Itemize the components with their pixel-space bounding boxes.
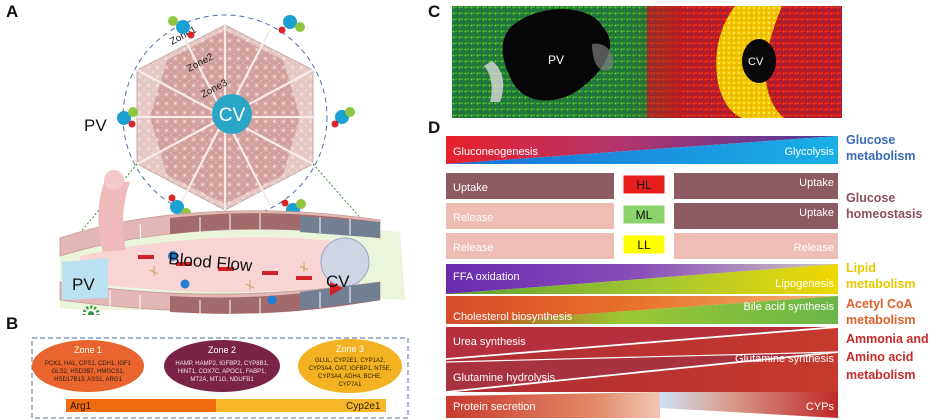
pv-lumen — [502, 9, 611, 101]
category-glucose-homeostasis: homeostasis — [846, 207, 922, 221]
legend-ll-swatch — [622, 234, 666, 255]
lipogenesis-label: Lipogenesis — [775, 278, 834, 290]
ll-release-left — [446, 233, 614, 259]
legend-ll: LL — [637, 238, 651, 252]
cyps-gradient — [660, 392, 838, 418]
pv-vessel-label: PV — [72, 275, 95, 294]
central-vein — [212, 94, 252, 134]
sinusoid-diagram — [59, 170, 405, 315]
panel-label-b: B — [6, 314, 19, 333]
zone2-genes: HINT1, COX7C, APOC1, FABP1, — [178, 369, 267, 375]
category-acetyl-coa: metabolism — [846, 313, 915, 327]
glutamine-hydrolysis-label: Glutamine hydrolysis — [453, 372, 556, 384]
protein-secretion-label: Protein secretion — [453, 401, 536, 413]
gluconeogenesis-label: Gluconeogenesis — [453, 146, 539, 158]
zone1-genes: GLS2, HSD3B7, HMGCS1, — [52, 369, 125, 375]
panel-b-diagram: Zone 1 PCK1, HAL, CPS1, CDH1, IGF1 GLS2,… — [31, 337, 409, 419]
zone1-title: Zone 1 — [74, 345, 102, 355]
glycolysis-gradient — [446, 136, 838, 164]
uptake-right2-label: Uptake — [799, 207, 834, 219]
ml-release-left — [446, 203, 614, 229]
legend-hl: HL — [636, 178, 652, 192]
release-left-label: Release — [453, 212, 493, 224]
zone1-ellipse — [32, 340, 144, 392]
panel-a-diagram: CV Zone1 Zone2 Zone3 PV — [59, 14, 405, 315]
bile-gradient — [446, 296, 838, 324]
category-lipid-metabolism: Lipid — [846, 261, 876, 275]
portal-triad — [117, 107, 138, 128]
pv-micrograph-label: PV — [548, 53, 564, 67]
panel-d-categories: Glucose metabolism Glucose homeostasis L… — [846, 133, 929, 382]
zone2-genes: MT2A, MT1G, NDUFB1 — [190, 377, 254, 383]
category-glucose-homeostasis: Glucose — [846, 191, 895, 205]
glycolysis-label: Glycolysis — [784, 146, 834, 158]
zone2-title: Zone 2 — [208, 345, 236, 355]
arg1-bar — [66, 399, 216, 412]
protein-secretion-gradient — [446, 392, 660, 418]
ll-release-right — [674, 233, 838, 259]
category-glucose-metabolism: metabolism — [846, 149, 915, 163]
category-glucose-metabolism: Glucose — [846, 133, 895, 147]
zone3-title: Zone 3 — [336, 344, 364, 354]
category-ammonia: Ammonia and — [846, 332, 929, 346]
uptake-right-label: Uptake — [799, 177, 834, 189]
glutamine-synthesis-label: Glutamine synthesis — [735, 353, 835, 365]
uptake-left-label: Uptake — [453, 182, 488, 194]
zone3-genes: CYP3A4, OAT, IGFBP1, NT5E, — [309, 366, 392, 372]
portal-triad — [168, 16, 195, 39]
category-acetyl-coa: Acetyl CoA — [846, 297, 913, 311]
ml-uptake-right — [674, 203, 838, 229]
hl-uptake-left — [446, 173, 614, 199]
cv-micrograph-label: CV — [748, 56, 764, 68]
zone2-ellipse — [164, 340, 280, 392]
arg1-label: Arg1 — [70, 401, 92, 412]
legend-hl-swatch — [622, 174, 666, 195]
lipogenesis-gradient — [446, 264, 838, 294]
bile-label: Bile acid synthesis — [744, 301, 835, 313]
cyp2e1-bar — [216, 399, 386, 412]
panel-d-diagram: Gluconeogenesis Glycolysis Uptake Uptake… — [446, 136, 839, 418]
pv-label: PV — [84, 116, 107, 135]
panel-label-d: D — [428, 118, 441, 137]
release-right-label: Release — [794, 242, 834, 254]
portal-triad — [331, 107, 355, 128]
ffa-label: FFA oxidation — [453, 271, 520, 283]
zone2-genes: HAMP, HAMP2, IGFBP2, CYP8B1, — [175, 361, 269, 367]
cv-label: CV — [219, 105, 246, 126]
zone3-ellipse — [298, 339, 402, 393]
urea-label: Urea synthesis — [453, 336, 526, 348]
zone1-genes: PCK1, HAL, CPS1, CDH1, IGF1 — [45, 361, 132, 367]
cyps-label: CYPs — [806, 401, 835, 413]
cholesterol-label: Cholesterol biosynthesis — [453, 311, 573, 323]
cv-lumen — [742, 39, 776, 83]
zone1-genes: HSD17B13, ASS1, ARG1 — [54, 377, 122, 383]
legend-ml-swatch — [622, 204, 666, 225]
zone3-genes: CYP3A4, ADH4, BCHE, — [318, 374, 382, 380]
panel-label-c: C — [428, 2, 441, 21]
panel-c-micrograph: PV CV — [452, 6, 842, 118]
cyp2e1-label: Cyp2e1 — [346, 401, 381, 412]
release-left2-label: Release — [453, 242, 493, 254]
cv-vessel-label: CV — [326, 272, 350, 291]
category-ammonia: metabolism — [846, 368, 915, 382]
portal-triad — [278, 15, 305, 34]
category-ammonia: Amino acid — [846, 350, 913, 364]
zone3-genes: CYP7A1 — [338, 382, 362, 388]
hl-uptake-right — [674, 173, 838, 199]
category-lipid-metabolism: metabolism — [846, 277, 915, 291]
zone3-genes: GLUL, CYP2E1, CYP1A2, — [315, 358, 385, 364]
panel-label-a: A — [6, 2, 19, 21]
legend-ml: ML — [636, 208, 653, 222]
zone-box — [31, 337, 409, 419]
